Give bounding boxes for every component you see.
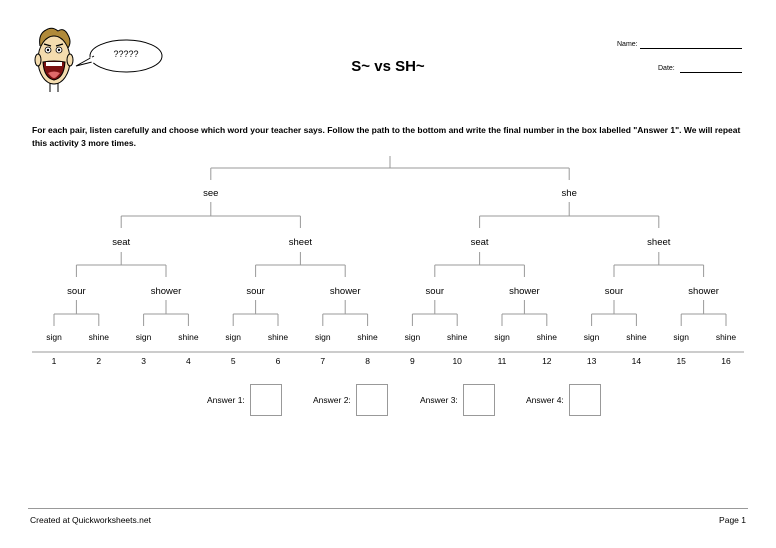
worksheet-title: S~ vs SH~ bbox=[351, 58, 425, 75]
level2-word: seat bbox=[112, 237, 130, 248]
footer-divider bbox=[28, 508, 748, 509]
answer-4-label: Answer 4: bbox=[526, 395, 564, 405]
leaf-number: 6 bbox=[276, 356, 281, 366]
leaf-word: sign bbox=[225, 332, 241, 342]
answer-3-box[interactable] bbox=[463, 384, 495, 416]
leaf-number: 11 bbox=[498, 356, 507, 366]
date-field-line[interactable] bbox=[680, 72, 742, 73]
leaf-number: 2 bbox=[96, 356, 101, 366]
level1-word: see bbox=[203, 188, 218, 199]
answer-1-label: Answer 1: bbox=[207, 395, 245, 405]
leaf-number: 12 bbox=[542, 356, 552, 366]
name-field-line[interactable] bbox=[640, 48, 742, 49]
speech-bubble-text: ????? bbox=[113, 49, 139, 59]
word-choice-tree: see she seat sheet seat sheet sour shower sour sh… bbox=[32, 156, 744, 366]
leaf-number: 3 bbox=[141, 356, 146, 366]
level3-word: sour bbox=[67, 286, 85, 297]
footer-credit: Created at Quickworksheets.net bbox=[30, 515, 151, 525]
date-label: Date: bbox=[658, 65, 675, 72]
level3-word: sour bbox=[246, 286, 264, 297]
leaf-word: shine bbox=[178, 332, 199, 342]
level2-word: sheet bbox=[289, 237, 313, 248]
leaf-number: 9 bbox=[410, 356, 415, 366]
answer-2-box[interactable] bbox=[356, 384, 388, 416]
level3-word: shower bbox=[688, 286, 719, 297]
leaf-number: 16 bbox=[721, 356, 731, 366]
page-number: Page 1 bbox=[719, 515, 746, 525]
leaf-number: 13 bbox=[587, 356, 597, 366]
answer-4-box[interactable] bbox=[569, 384, 601, 416]
leaf-word: sign bbox=[673, 332, 689, 342]
leaf-word: sign bbox=[584, 332, 600, 342]
leaf-number: 4 bbox=[186, 356, 191, 366]
leaf-number: 5 bbox=[231, 356, 236, 366]
level3-word: shower bbox=[151, 286, 182, 297]
level2-word: seat bbox=[471, 237, 489, 248]
answer-3-label: Answer 3: bbox=[420, 395, 458, 405]
name-label: Name: bbox=[617, 41, 638, 48]
level2-word: sheet bbox=[647, 237, 671, 248]
leaf-word: shine bbox=[537, 332, 558, 342]
leaf-word: shine bbox=[716, 332, 737, 342]
leaf-word: shine bbox=[268, 332, 289, 342]
level3-word: sour bbox=[426, 286, 444, 297]
level1-word: she bbox=[562, 188, 577, 199]
leaf-number: 1 bbox=[52, 356, 57, 366]
leaf-word: shine bbox=[89, 332, 110, 342]
answer-1-box[interactable] bbox=[250, 384, 282, 416]
leaf-word: sign bbox=[405, 332, 421, 342]
leaf-number: 8 bbox=[365, 356, 370, 366]
leaf-number: 14 bbox=[632, 356, 642, 366]
leaf-word: shine bbox=[357, 332, 378, 342]
leaf-word: sign bbox=[315, 332, 331, 342]
instructions-text: For each pair, listen carefully and choo… bbox=[32, 125, 741, 148]
mascot-illustration bbox=[34, 27, 163, 92]
leaf-number: 7 bbox=[320, 356, 325, 366]
leaf-word: sign bbox=[136, 332, 152, 342]
level3-word: shower bbox=[509, 286, 540, 297]
leaf-word: sign bbox=[46, 332, 62, 342]
answer-2-label: Answer 2: bbox=[313, 395, 351, 405]
leaf-word: shine bbox=[447, 332, 468, 342]
leaf-word: sign bbox=[494, 332, 510, 342]
leaf-word: shine bbox=[626, 332, 647, 342]
leaf-number: 15 bbox=[676, 356, 686, 366]
leaf-number: 10 bbox=[452, 356, 462, 366]
level3-word: sour bbox=[605, 286, 623, 297]
level3-word: shower bbox=[330, 286, 361, 297]
